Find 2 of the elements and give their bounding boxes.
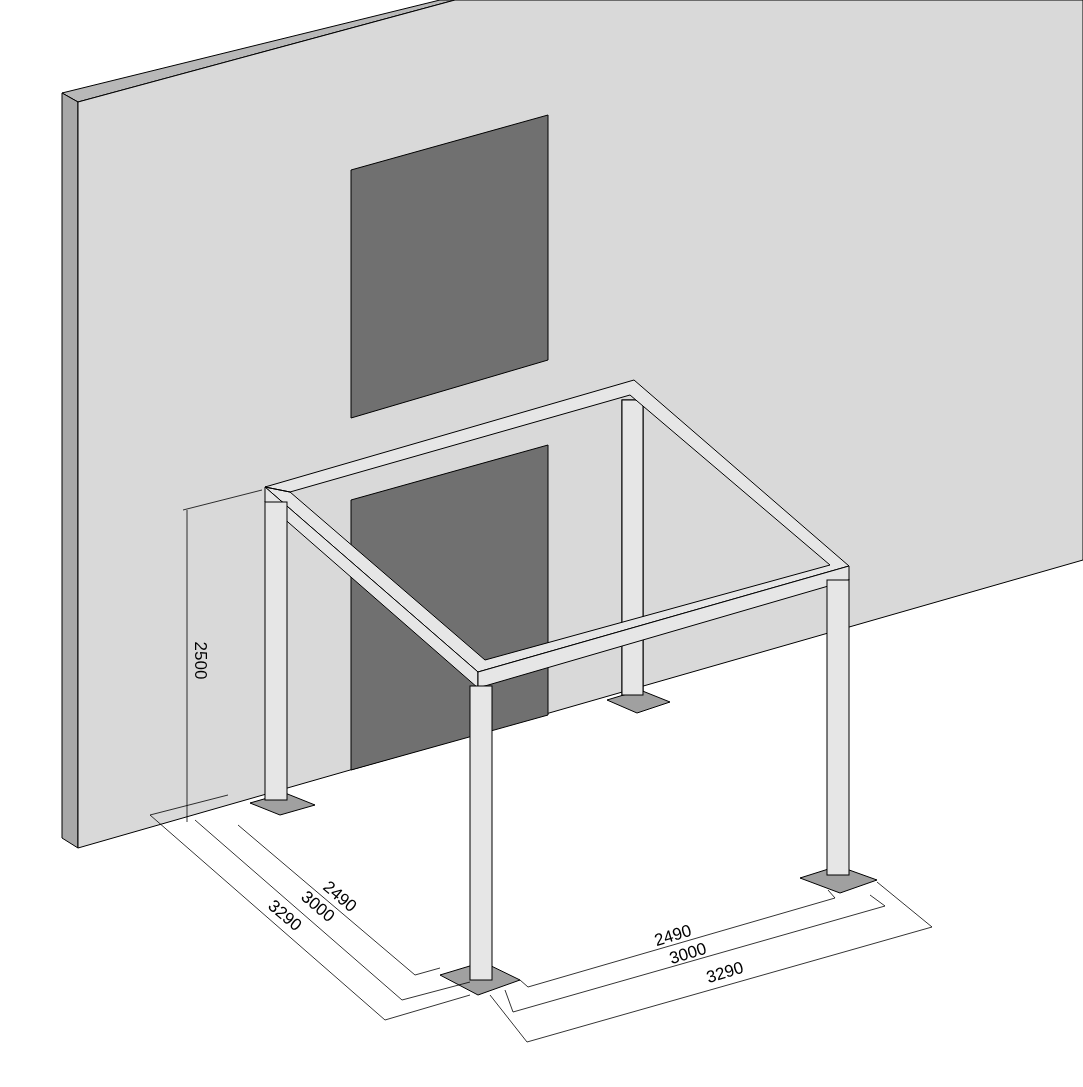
dimension-value: 3290 <box>704 958 746 986</box>
dimension-value: 2500 <box>192 641 210 679</box>
